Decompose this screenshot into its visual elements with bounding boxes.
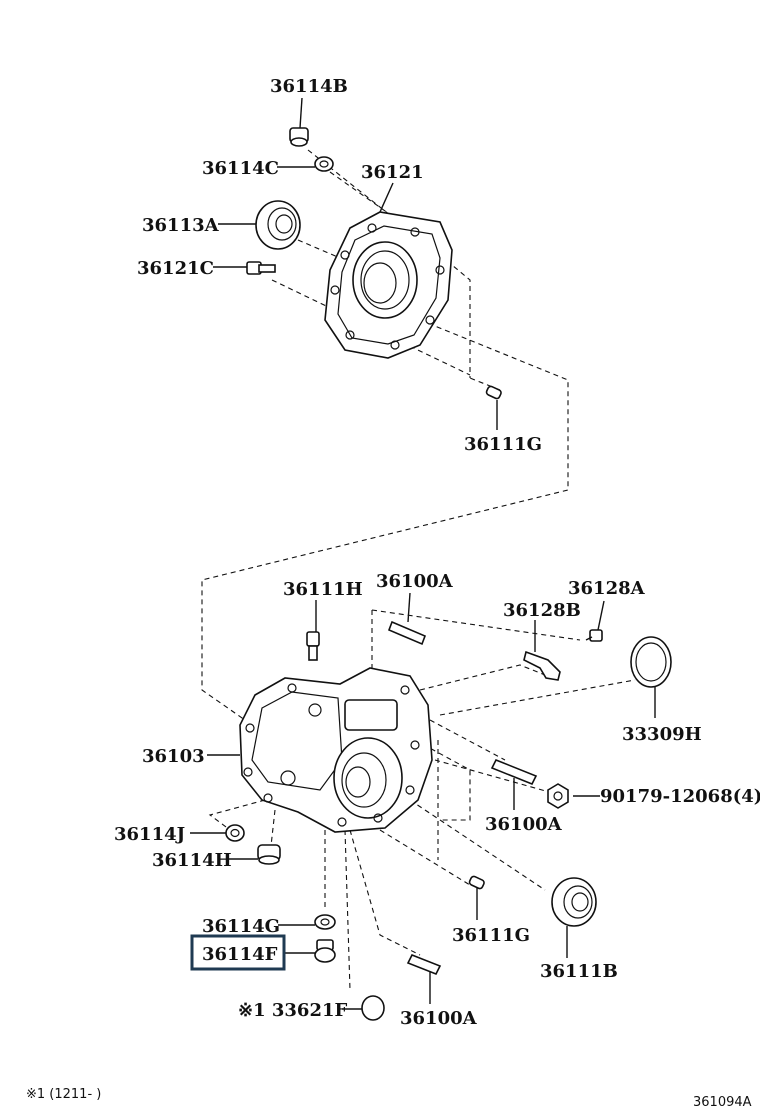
label-33621F[interactable]: ※1 33621F xyxy=(238,1000,347,1021)
sensor-36111H-drawing xyxy=(306,631,320,661)
part-labels: 36114B 36114C 36121 36113A 36121C 36111G… xyxy=(114,76,760,1029)
oil-seal-33309H-drawing xyxy=(630,636,672,688)
diagram-code: 361094A xyxy=(693,1095,752,1110)
label-36114G[interactable]: 36114G xyxy=(202,916,280,937)
gasket-36114G-drawing xyxy=(314,914,336,930)
oil-seal-36111B-drawing xyxy=(551,877,597,927)
pin-36111G-top-drawing xyxy=(485,385,502,400)
bracket-36128B-drawing xyxy=(523,650,561,681)
gasket-36114J-drawing xyxy=(225,824,245,842)
nut-90179-drawing xyxy=(547,783,569,809)
pin-36111G-bot-drawing xyxy=(468,875,485,890)
gasket-36114C-drawing xyxy=(314,156,334,172)
stud-36100A-top-drawing xyxy=(387,620,427,646)
footnote: ※1 (1211- ) xyxy=(26,1087,101,1102)
bolt-36128A-drawing xyxy=(585,629,603,642)
plug-36114F-drawing xyxy=(314,939,336,963)
label-36114J[interactable]: 36114J xyxy=(114,824,185,845)
label-36114H[interactable]: 36114H xyxy=(152,850,232,871)
label-36111H[interactable]: 36111H xyxy=(283,579,363,600)
label-33309H[interactable]: 33309H xyxy=(622,724,702,745)
label-36113A[interactable]: 36113A xyxy=(142,215,220,236)
label-36114F[interactable]: 36114F xyxy=(202,944,278,965)
case-36103-drawing xyxy=(239,667,433,833)
plug-36114B-drawing xyxy=(289,127,309,147)
bolt-36121C-drawing xyxy=(246,261,276,275)
label-36114B[interactable]: 36114B xyxy=(270,76,348,97)
label-36111B[interactable]: 36111B xyxy=(540,961,618,982)
label-36111G-bot[interactable]: 36111G xyxy=(452,925,530,946)
o-ring-33621F-drawing xyxy=(361,995,385,1021)
highlight-box xyxy=(190,934,286,971)
plug-36114H-drawing xyxy=(257,844,281,865)
label-36128B[interactable]: 36128B xyxy=(503,600,581,621)
leader-lines xyxy=(190,97,656,1010)
stud-36100A-mid-drawing xyxy=(490,758,538,786)
label-36121C[interactable]: 36121C xyxy=(137,258,214,279)
stud-36100A-bot-drawing xyxy=(406,953,442,976)
cover-36121-drawing xyxy=(324,211,453,359)
label-36114C[interactable]: 36114C xyxy=(202,158,279,179)
label-90179-12068[interactable]: 90179-12068(4) xyxy=(600,786,760,807)
label-36103[interactable]: 36103 xyxy=(142,746,205,767)
label-36111G-top[interactable]: 36111G xyxy=(464,434,542,455)
label-36121[interactable]: 36121 xyxy=(361,162,424,183)
oil-seal-36113A-drawing xyxy=(255,200,301,250)
label-36128A[interactable]: 36128A xyxy=(568,578,646,599)
label-36100A-bot[interactable]: 36100A xyxy=(400,1008,478,1029)
label-36100A-top[interactable]: 36100A xyxy=(376,571,454,592)
label-36100A-mid[interactable]: 36100A xyxy=(485,814,563,835)
